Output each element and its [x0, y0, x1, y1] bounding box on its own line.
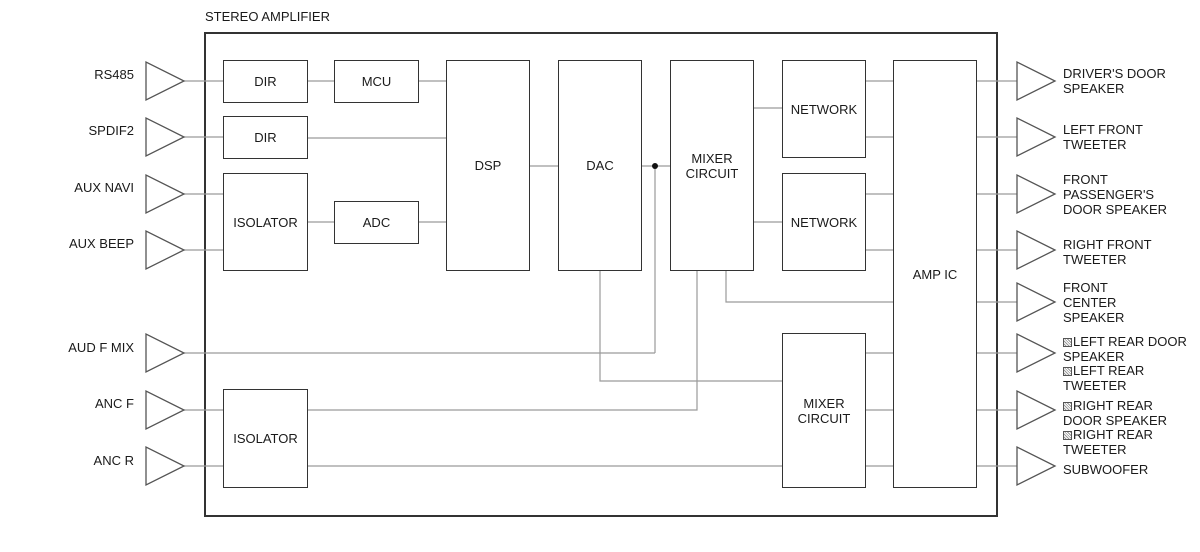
output-triangle-4: [1016, 229, 1057, 271]
network-block-2-label: NETWORK: [790, 214, 858, 230]
adc-block-label: ADC: [362, 215, 391, 230]
output-label-right-rear-door-speaker: RIGHT REAR DOOR SPEAKER: [1063, 398, 1193, 428]
input-buffers: [145, 60, 186, 487]
mixer-circuit-block-1: MIXER CIRCUIT: [670, 60, 754, 271]
output-triangle-7: [1016, 389, 1057, 431]
input-triangle-anc-f: [145, 389, 186, 431]
output-label-left-rear-tweeter-text: LEFT REAR TWEETER: [1063, 363, 1145, 393]
dir-block-2: DIR: [223, 116, 308, 159]
dir-block-1-label: DIR: [254, 74, 277, 89]
input-triangle-aux-navi: [145, 173, 186, 215]
adc-block: ADC: [334, 201, 419, 244]
network-block-1: NETWORK: [782, 60, 866, 158]
output-label-left-rear-door-speaker: LEFT REAR DOOR SPEAKER: [1063, 334, 1193, 364]
output-triangle-6: [1016, 332, 1057, 374]
isolator-block-1: ISOLATOR: [223, 173, 308, 271]
amp-ic-block: AMP IC: [893, 60, 977, 488]
output-label-right-front-tweeter: RIGHT FRONT TWEETER: [1063, 237, 1152, 267]
output-label-right-rear-tweeter-text: RIGHT REAR TWEETER: [1063, 427, 1153, 457]
optional-mark-icon: [1063, 367, 1072, 376]
input-label-aux-navi: AUX NAVI: [74, 180, 134, 195]
dir-block-1: DIR: [223, 60, 308, 103]
input-label-anc-r: ANC R: [93, 453, 134, 468]
input-label-aux-beep: AUX BEEP: [68, 236, 134, 251]
optional-mark-icon: [1063, 338, 1072, 347]
dac-block-label: DAC: [586, 158, 614, 173]
output-buffers: [1016, 60, 1057, 487]
diagram-title: STEREO AMPLIFIER: [205, 9, 330, 24]
dac-block: DAC: [558, 60, 642, 271]
output-label-left-front-tweeter: LEFT FRONT TWEETER: [1063, 122, 1143, 152]
dsp-block-label: DSP: [474, 158, 502, 173]
junction-dot: [652, 163, 658, 169]
network-block-1-label: NETWORK: [790, 101, 858, 117]
input-label-aud-f-mix: AUD F MIX: [68, 340, 134, 355]
output-label-left-rear-tweeter: LEFT REAR TWEETER: [1063, 363, 1173, 393]
stereo-amplifier-frame: [204, 32, 998, 517]
input-label-spdif2: SPDIF2: [88, 123, 134, 138]
wire-anc-f-mixer1: [308, 271, 698, 411]
output-label-drivers-door-speaker: DRIVER'S DOOR SPEAKER: [1063, 66, 1166, 96]
output-label-left-rear-door-speaker-text: LEFT REAR DOOR SPEAKER: [1063, 334, 1187, 364]
network-block-2: NETWORK: [782, 173, 866, 271]
input-triangle-aux-beep: [145, 229, 186, 271]
input-label-rs485: RS485: [94, 67, 134, 82]
output-label-right-rear-door-speaker-text: RIGHT REAR DOOR SPEAKER: [1063, 398, 1168, 428]
isolator-block-1-label: ISOLATOR: [233, 214, 298, 230]
input-triangle-aud-f-mix: [145, 332, 186, 374]
mixer-circuit-block-1-label: MIXER CIRCUIT: [685, 150, 739, 181]
optional-mark-icon: [1063, 431, 1072, 440]
input-triangle-anc-r: [145, 445, 186, 487]
input-triangle-spdif2: [145, 116, 186, 158]
output-triangle-1: [1016, 60, 1057, 102]
output-triangle-8: [1016, 445, 1057, 487]
isolator-block-2: ISOLATOR: [223, 389, 308, 488]
output-label-right-rear-tweeter: RIGHT REAR TWEETER: [1063, 427, 1178, 457]
wire-dac-mixer2: [599, 271, 782, 382]
output-triangle-5: [1016, 281, 1057, 323]
input-triangle-rs485: [145, 60, 186, 102]
mcu-block-label: MCU: [361, 74, 392, 89]
dsp-block: DSP: [446, 60, 530, 271]
output-label-front-center-speaker: FRONT CENTER SPEAKER: [1063, 280, 1125, 325]
mixer-circuit-block-2: MIXER CIRCUIT: [782, 333, 866, 488]
dir-block-2-label: DIR: [254, 130, 277, 145]
isolator-block-2-label: ISOLATOR: [233, 431, 298, 446]
optional-mark-icon: [1063, 402, 1072, 411]
output-label-front-passengers-door-speaker: FRONT PASSENGER'S DOOR SPEAKER: [1063, 172, 1168, 217]
mcu-block: MCU: [334, 60, 419, 103]
output-triangle-3: [1016, 173, 1057, 215]
wires: [184, 80, 1017, 467]
input-label-anc-f: ANC F: [95, 396, 134, 411]
mixer-circuit-block-2-label: MIXER CIRCUIT: [797, 395, 851, 426]
amp-ic-block-label: AMP IC: [912, 266, 958, 282]
output-triangle-2: [1016, 116, 1057, 158]
output-label-subwoofer: SUBWOOFER: [1063, 462, 1149, 477]
wire-mixer1-amp: [725, 271, 893, 303]
